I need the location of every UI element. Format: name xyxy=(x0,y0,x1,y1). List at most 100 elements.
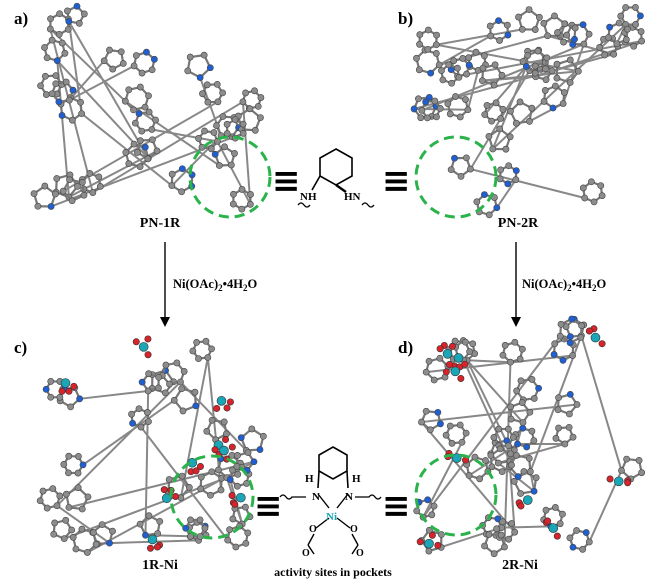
atom xyxy=(517,377,525,385)
atom xyxy=(223,120,231,128)
atom xyxy=(236,492,246,503)
atom xyxy=(567,333,574,341)
atom xyxy=(463,154,470,162)
atom xyxy=(138,127,146,135)
atom xyxy=(514,440,521,448)
atom xyxy=(78,525,86,533)
atom xyxy=(64,7,71,15)
atom xyxy=(148,126,156,133)
atom xyxy=(144,387,152,395)
ni-label: Ni xyxy=(326,511,337,523)
atom xyxy=(219,113,227,120)
atom xyxy=(606,23,614,31)
atom xyxy=(497,531,505,539)
atom xyxy=(239,129,247,137)
atom xyxy=(561,440,569,448)
atom xyxy=(505,535,513,543)
atom xyxy=(414,95,422,103)
atom xyxy=(522,495,533,505)
atom xyxy=(553,60,561,68)
atom xyxy=(513,387,521,395)
atom xyxy=(80,10,88,18)
atom xyxy=(447,166,455,174)
atom xyxy=(80,191,88,199)
bond xyxy=(463,359,511,364)
atom xyxy=(417,114,425,122)
atom xyxy=(172,493,180,501)
atom xyxy=(144,351,152,359)
atom xyxy=(148,66,156,74)
atom xyxy=(250,458,258,466)
atom xyxy=(59,187,67,195)
atom xyxy=(517,502,525,510)
o-label-4: O xyxy=(356,548,364,559)
atom xyxy=(214,98,222,106)
atom xyxy=(490,434,498,441)
atom xyxy=(144,335,152,343)
atom xyxy=(510,477,518,485)
atom xyxy=(478,77,486,85)
o-label-2: O xyxy=(350,524,358,535)
atom xyxy=(528,376,536,383)
panel-letter-c: c) xyxy=(14,338,27,357)
panel-letter-d: d) xyxy=(398,338,413,357)
atom xyxy=(553,532,561,540)
atom xyxy=(581,194,589,202)
atom xyxy=(618,467,625,474)
atom xyxy=(109,527,116,535)
atom xyxy=(69,533,77,541)
atom xyxy=(519,419,527,426)
atom xyxy=(560,89,568,96)
atom xyxy=(106,539,113,547)
atom xyxy=(155,384,162,392)
atom xyxy=(200,51,208,59)
atom xyxy=(222,436,230,444)
atom xyxy=(635,457,643,464)
atom xyxy=(132,338,140,346)
atom xyxy=(153,147,161,155)
atom xyxy=(75,453,82,460)
atom xyxy=(34,202,42,210)
atom xyxy=(180,368,188,375)
atom xyxy=(242,539,250,547)
atom xyxy=(512,451,520,459)
atom xyxy=(413,507,421,515)
atom xyxy=(556,520,564,528)
atom xyxy=(196,74,204,81)
atom xyxy=(585,327,593,335)
atom xyxy=(130,106,137,114)
atom xyxy=(154,530,162,537)
atom xyxy=(135,405,143,413)
atom xyxy=(79,178,86,186)
atom xyxy=(155,373,163,381)
atom xyxy=(187,516,194,524)
atom xyxy=(568,315,576,323)
atom xyxy=(60,378,71,388)
atom xyxy=(207,491,214,499)
atom xyxy=(534,47,542,55)
atom xyxy=(541,87,549,94)
atom xyxy=(506,133,514,141)
atom xyxy=(42,91,50,98)
atom xyxy=(445,361,453,369)
atom xyxy=(548,67,556,75)
atom xyxy=(552,82,559,90)
atom xyxy=(497,115,505,122)
atom xyxy=(488,463,496,471)
atom xyxy=(161,389,169,397)
atom xyxy=(410,105,418,113)
equiv-symbol-top-right: ≡ xyxy=(382,161,411,201)
atom xyxy=(507,403,515,411)
atom xyxy=(52,80,60,88)
atom xyxy=(525,454,533,462)
atom xyxy=(516,98,524,106)
atom xyxy=(515,13,522,21)
atom xyxy=(43,54,51,62)
atom xyxy=(68,526,76,534)
atom xyxy=(507,107,514,115)
atom xyxy=(511,338,519,346)
atom xyxy=(542,76,550,84)
label-1r-ni: 1R-Ni xyxy=(142,558,178,573)
atom xyxy=(476,475,484,483)
atom xyxy=(79,461,87,469)
